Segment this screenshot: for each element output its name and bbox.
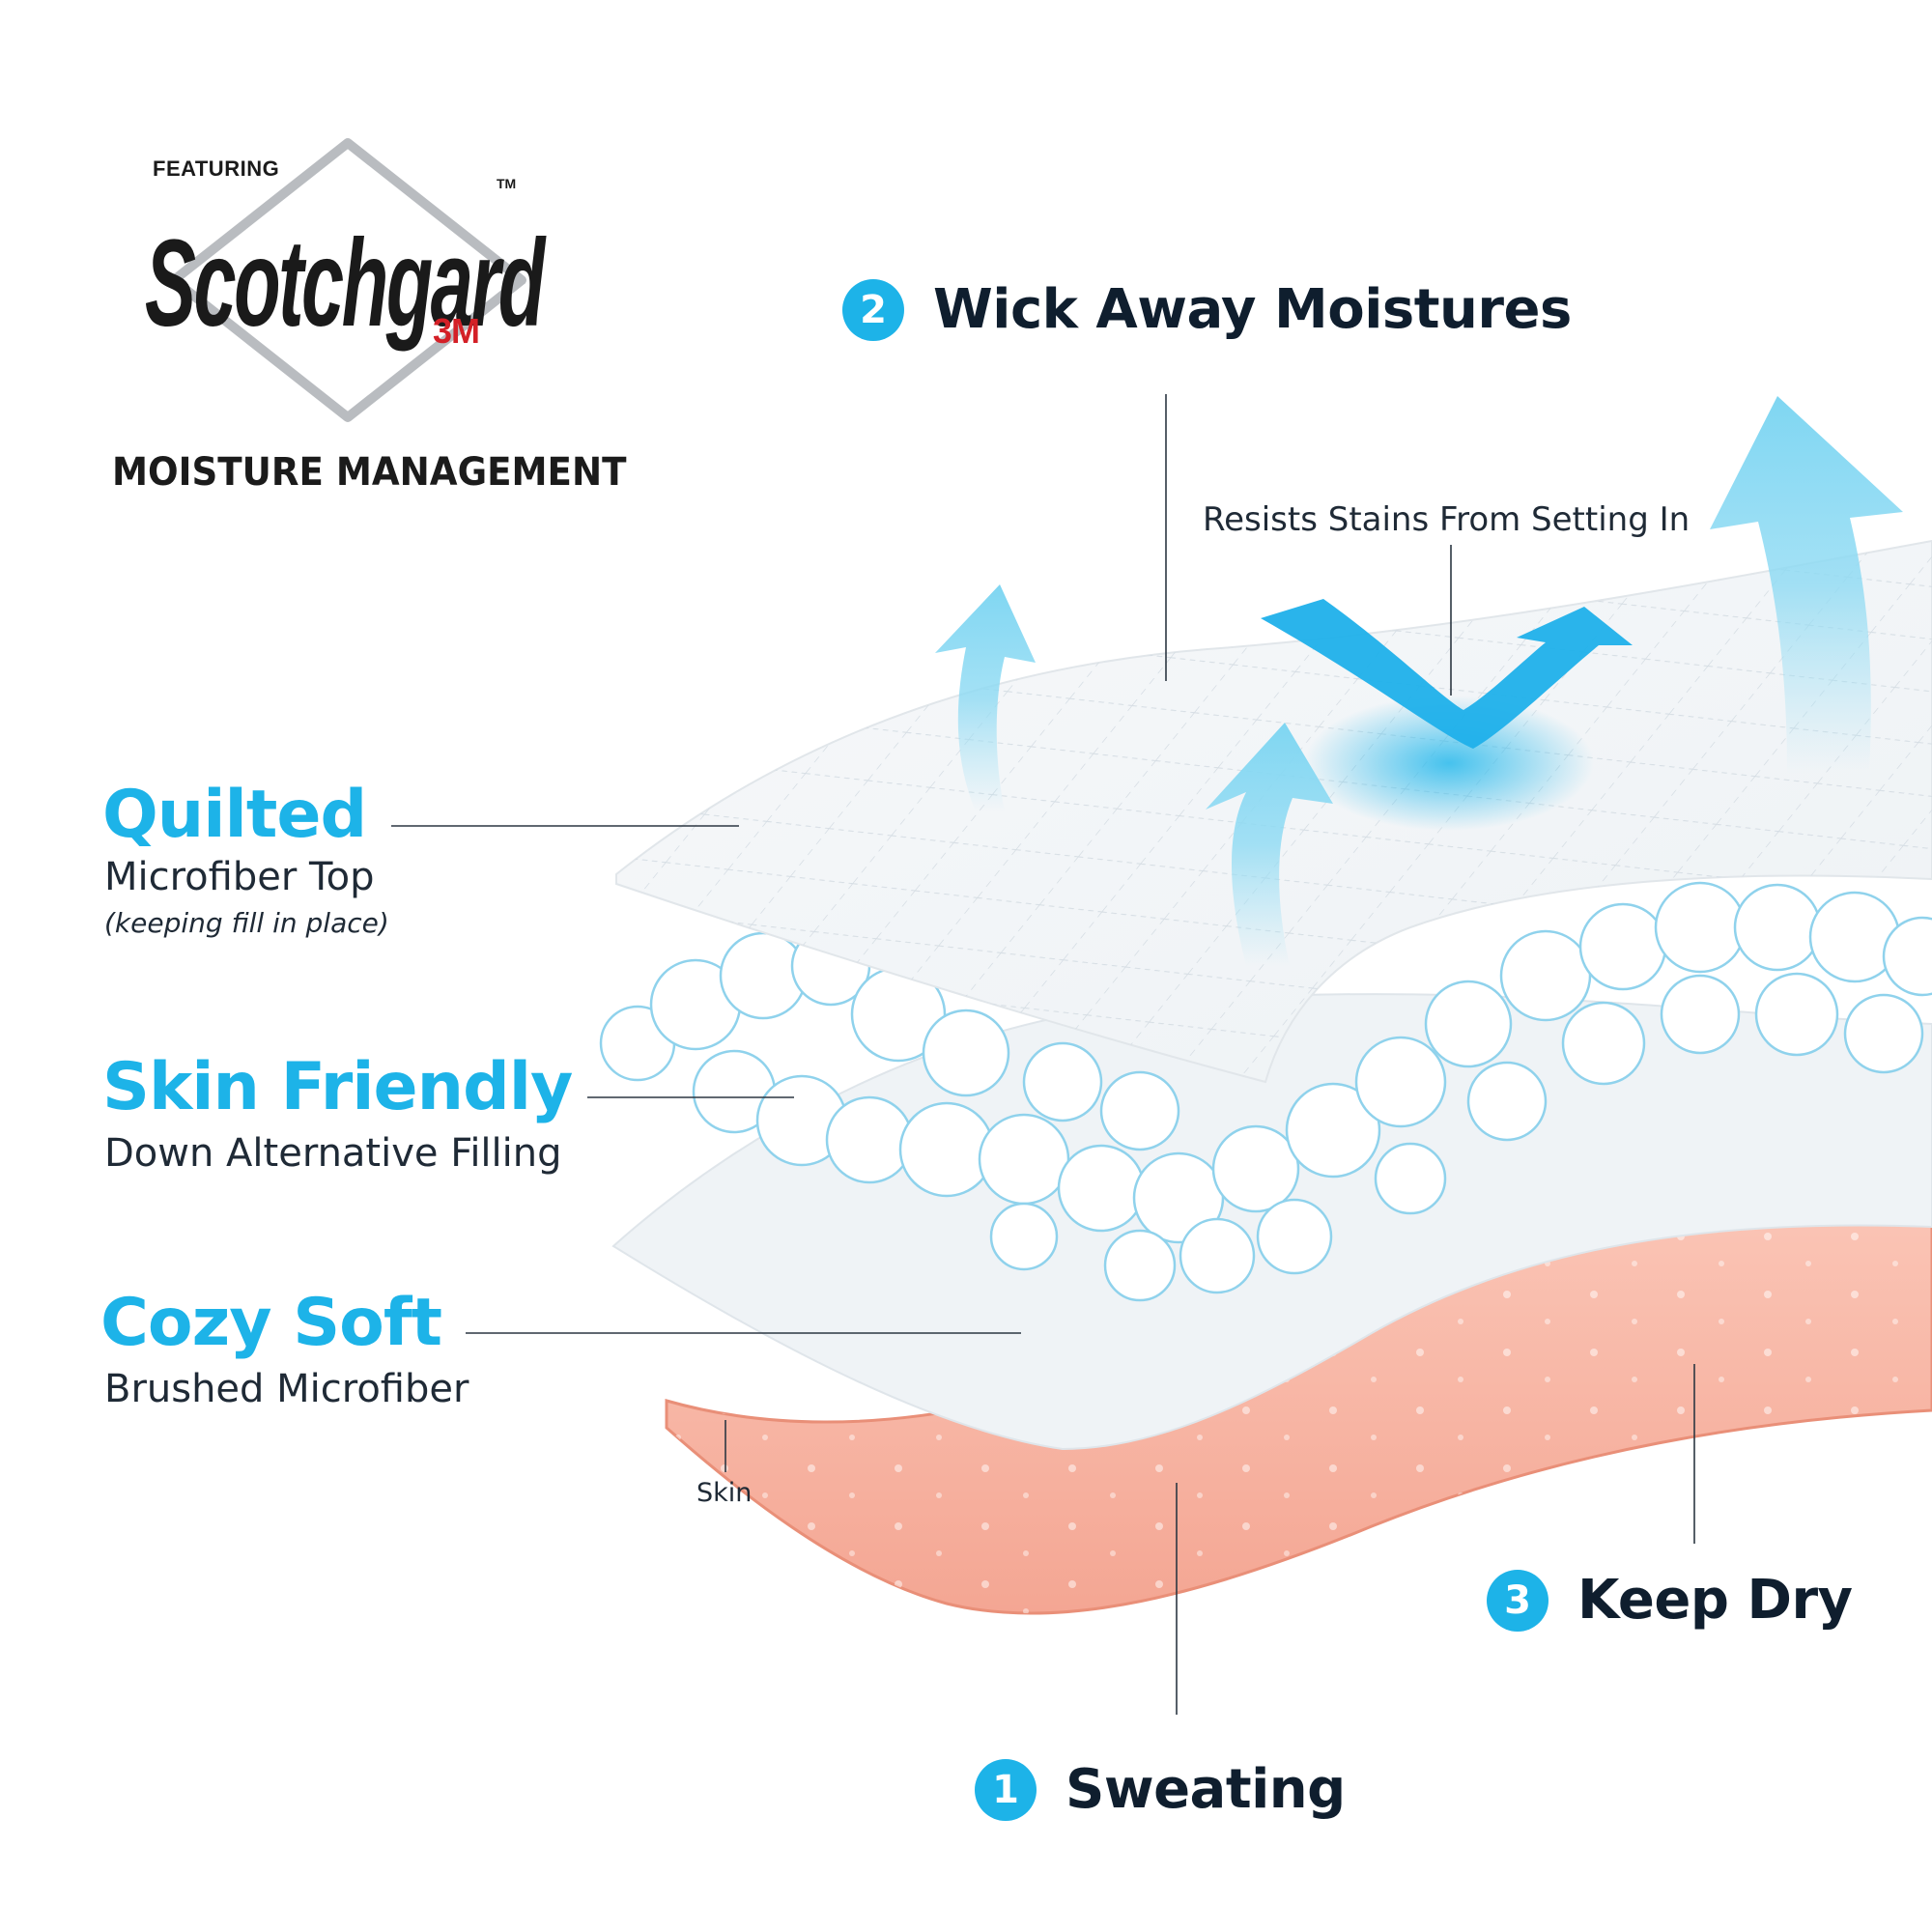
- layer-title: Quilted: [102, 777, 367, 853]
- callout-resists-stains: Resists Stains From Setting In: [1203, 500, 1690, 539]
- repel-arrow: [1261, 599, 1633, 749]
- logo-tagline: MOISTURE MANAGEMENT: [112, 450, 627, 495]
- callout-skin: Skin: [696, 1478, 753, 1508]
- moisture-arrow-right: [1710, 396, 1903, 773]
- logo-diamond: [169, 138, 526, 422]
- layer-title: Skin Friendly: [102, 1049, 573, 1125]
- step-number: 3: [1487, 1569, 1548, 1632]
- layer-note: (keeping fill in place): [104, 907, 389, 939]
- layer-subtitle: Microfiber Top: [104, 855, 375, 899]
- logo-3m: 3M: [433, 311, 480, 351]
- step-number: 1: [975, 1758, 1037, 1821]
- layer-subtitle: Down Alternative Filling: [104, 1131, 562, 1176]
- logo-trademark: TM: [497, 176, 517, 191]
- step-number: 2: [842, 278, 904, 341]
- layer-label-cozy-soft: Cozy Soft Brushed Microfiber: [100, 1285, 469, 1411]
- moisture-arrow-left: [935, 584, 1036, 811]
- step-label: Sweating: [1065, 1758, 1346, 1821]
- step-label: Wick Away Moistures: [933, 278, 1572, 341]
- logo-brand: Scotchgard: [145, 214, 545, 353]
- step-wick-away: 2 Wick Away Moistures: [842, 278, 1572, 341]
- fill-clouds: [599, 881, 1932, 1302]
- layer-label-quilted: Quilted Microfiber Top (keeping fill in …: [102, 777, 389, 939]
- leader-lines: [391, 394, 1695, 1715]
- layer-subtitle: Brushed Microfiber: [104, 1367, 469, 1411]
- layer-title: Cozy Soft: [100, 1285, 442, 1361]
- layer-label-skin-friendly: Skin Friendly Down Alternative Filling: [102, 1049, 573, 1176]
- logo-featuring: FEATURING: [153, 156, 280, 181]
- moisture-arrow-center: [1206, 723, 1333, 966]
- step-keep-dry: 3 Keep Dry: [1487, 1569, 1853, 1632]
- step-sweating: 1 Sweating: [975, 1758, 1346, 1821]
- step-label: Keep Dry: [1577, 1569, 1853, 1632]
